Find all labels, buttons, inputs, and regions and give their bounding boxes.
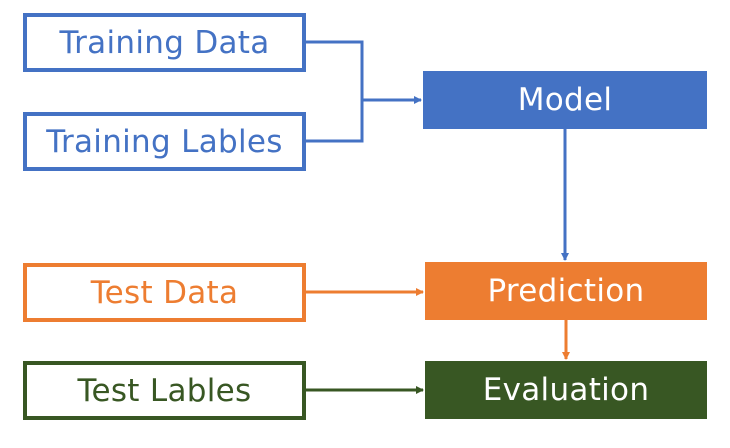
training-data-node: Training Data <box>23 13 306 72</box>
prediction-label: Prediction <box>487 273 645 309</box>
edge-training-labels-to-model <box>306 100 364 143</box>
model-label: Model <box>517 82 613 118</box>
prediction-node: Prediction <box>425 262 707 320</box>
test-data-node: Test Data <box>23 263 306 322</box>
training-data-label: Training Data <box>59 24 270 61</box>
test-labels-label: Test Lables <box>77 372 252 409</box>
evaluation-label: Evaluation <box>482 372 650 408</box>
model-node: Model <box>423 71 707 129</box>
evaluation-node: Evaluation <box>425 361 707 419</box>
training-labels-label: Training Lables <box>46 123 283 160</box>
training-labels-node: Training Lables <box>23 112 306 171</box>
test-data-label: Test Data <box>90 274 239 311</box>
test-labels-node: Test Lables <box>23 361 306 420</box>
edge-training-data-to-model <box>306 40 364 100</box>
